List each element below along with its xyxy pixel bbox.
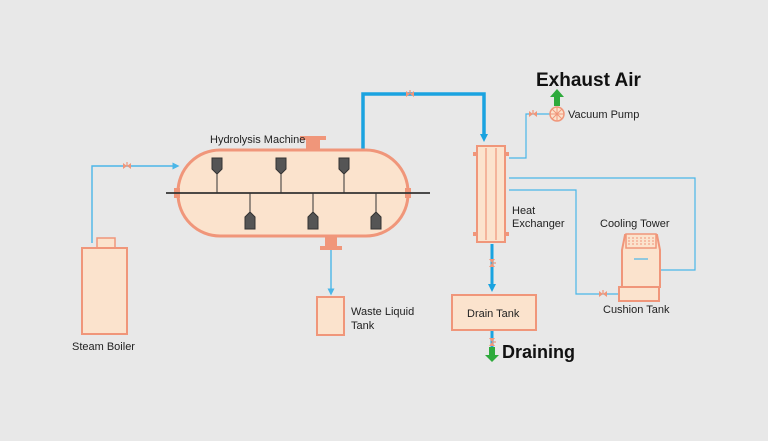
drain-valve [489, 338, 496, 346]
exhaust-arrow-icon [550, 89, 564, 106]
vapor-pipe [361, 92, 488, 150]
cushion-tank-label: Cushion Tank [603, 304, 670, 316]
waste-liquid-tank-label-line2: Tank [351, 320, 375, 332]
exhaust-air-label: Exhaust Air [536, 70, 641, 91]
drain-tank-label: Drain Tank [467, 308, 520, 320]
hydrolysis-machine-label: Hydrolysis Machine [210, 134, 305, 146]
heat-exchanger [473, 145, 509, 243]
condensate-valve [489, 259, 496, 267]
draining-label: Draining [502, 342, 575, 362]
waste-liquid-tank-label-line1: Waste Liquid [351, 306, 414, 318]
cooling-tower-label: Cooling Tower [600, 218, 670, 230]
steam-boiler [81, 237, 128, 335]
draining-arrow-icon [485, 347, 499, 362]
vacuum-valve [529, 110, 537, 117]
waste-liquid-tank [316, 296, 345, 336]
heat-exchanger-label-line2: Exchanger [512, 218, 565, 230]
vacuum-pump-label: Vacuum Pump [568, 109, 639, 121]
vacuum-line [509, 113, 550, 159]
steam-valve [123, 162, 131, 169]
vacuum-pump [549, 106, 565, 122]
agitator-blades [211, 157, 382, 230]
cooling-water-return-pipe [509, 189, 618, 295]
drain-tank [451, 294, 537, 331]
steam-boiler-label: Steam Boiler [72, 341, 135, 353]
cushion-valve [599, 290, 607, 297]
cushion-tank [618, 286, 660, 302]
hydrolysis-machine [166, 136, 430, 250]
heat-exchanger-label-line1: Heat [512, 205, 535, 217]
steam-pipe [91, 162, 180, 243]
cooling-tower [621, 233, 661, 288]
vapor-valve [406, 90, 414, 97]
